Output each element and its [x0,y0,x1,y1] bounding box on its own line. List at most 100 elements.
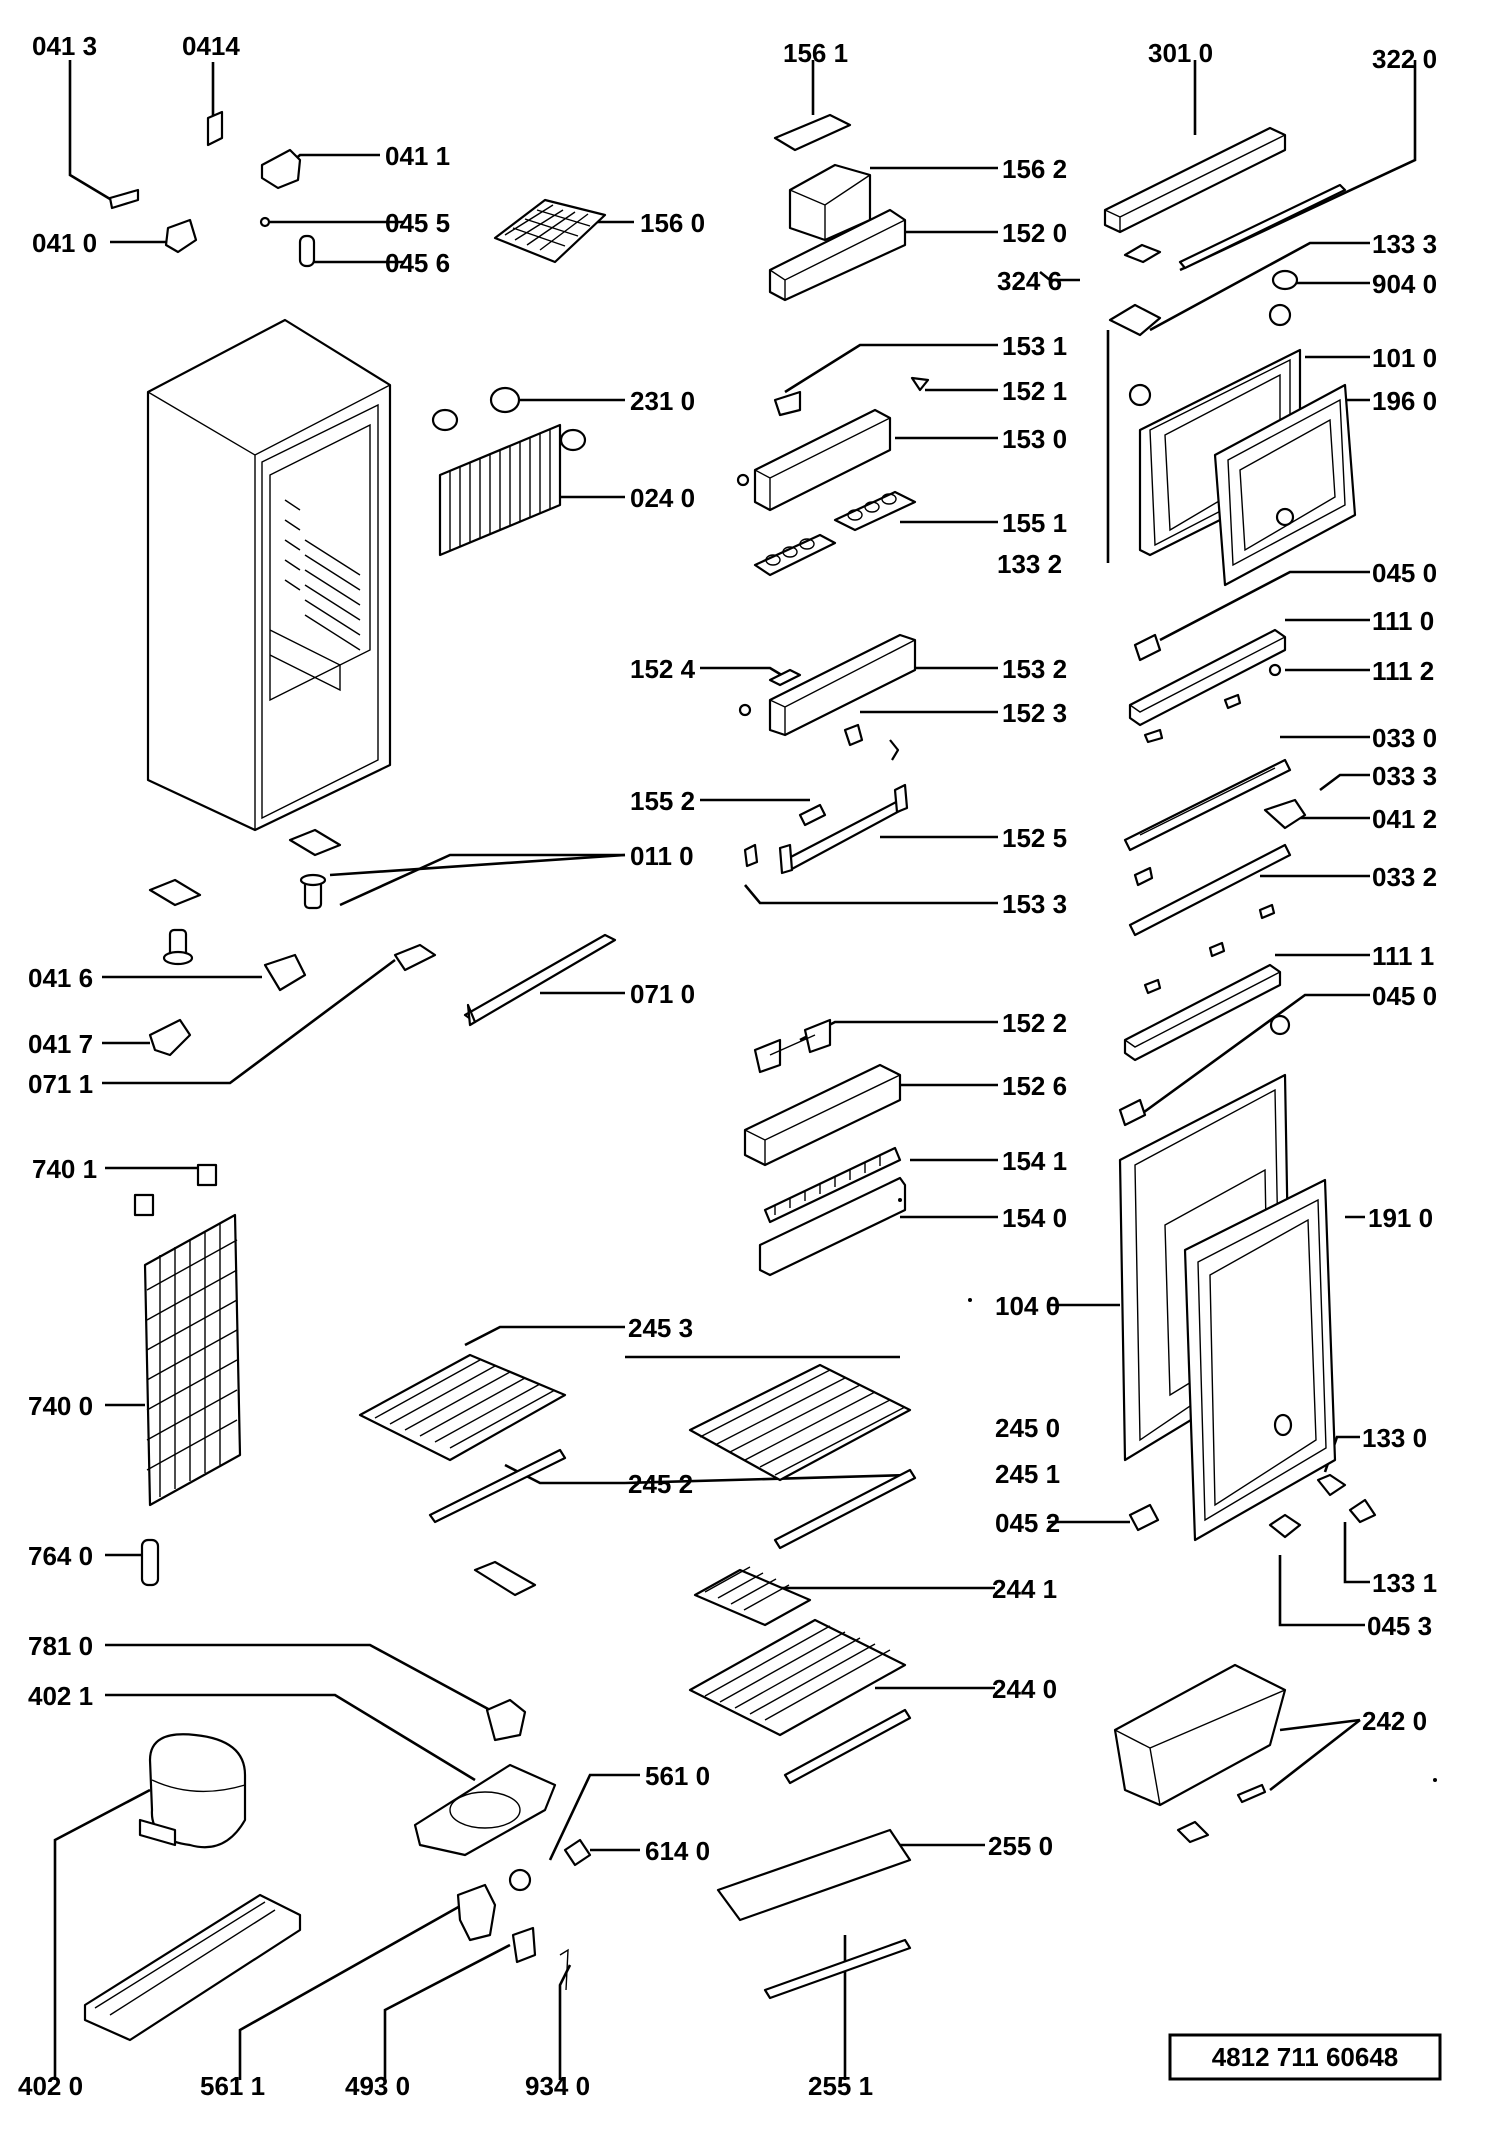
part-0711-clip [393,943,437,972]
label-1522: 152 2 [1002,1008,1067,1038]
label-1010: 101 0 [1372,343,1437,373]
label-1561: 156 1 [783,38,848,68]
part-2450-shelf [688,1363,912,1482]
label-1520: 152 0 [1002,218,1067,248]
label-1525: 152 5 [1002,823,1067,853]
label-3246: 324 6 [997,266,1062,296]
part-0332-strip [1128,843,1292,937]
part-4930-connector [511,1926,537,1964]
part-1960-gasket [1213,383,1357,587]
part-7810-relay [485,1698,527,1742]
part-1525-rail [778,783,909,875]
label-1333: 133 3 [1372,229,1437,259]
part-1561-cover [773,113,852,152]
part-2440-shelf [688,1618,907,1737]
label-7810: 781 0 [28,1631,93,1661]
label-1111: 111 1 [1372,941,1434,971]
label-1530: 153 0 [1002,424,1067,454]
label-0417: 041 7 [28,1029,93,1059]
label-1040: 104 0 [995,1291,1060,1321]
label-0416: 041 6 [28,963,93,993]
part-cabinet-body [146,318,392,832]
part-2451-strip [773,1468,917,1550]
label-2451: 245 1 [995,1459,1060,1489]
part-9340-wire [559,1948,569,1991]
part-0710-strip [463,933,617,1027]
part-2452-strip [428,1448,567,1524]
part-1524-clip [768,668,802,687]
label-1332: 133 2 [997,549,1062,579]
label-0455: 045 5 [385,208,450,238]
part-3220-strip [1178,183,1347,270]
part-1531-shaft [773,390,802,417]
part-7400-condenser [143,1213,242,1507]
label-0240: 024 0 [630,483,695,513]
part-9040-cap [1271,269,1299,291]
label-0456: 045 6 [385,248,450,278]
part-1520-shelf [768,208,907,302]
label-1532: 153 2 [1002,654,1067,684]
label-1910: 191 0 [1368,1203,1433,1233]
part-5610-grommet [508,1868,532,1892]
part-0456-pin [298,234,316,268]
part-0110-hinge [288,828,342,857]
label-5611: 561 1 [200,2071,265,2101]
label-5610: 561 0 [645,1761,710,1791]
leader-lines [53,60,1417,2080]
label-1533: 153 3 [1002,889,1067,919]
label-0333: 033 3 [1372,761,1437,791]
part-1111-cross-rail [1123,963,1282,1062]
part-0410-hinge [164,218,198,254]
label-1552: 155 2 [630,786,695,816]
label-1560: 156 0 [640,208,705,238]
part-2441-shelf-insert [693,1566,812,1627]
part-1910-gasket [1183,1178,1337,1542]
part-1523-clip [843,723,864,747]
label-9040: 904 0 [1372,269,1437,299]
part-5611-box [456,1883,497,1942]
part-1533-hinge [743,843,759,868]
part-shelf-clip [473,1560,537,1597]
label-0332: 033 2 [1372,862,1437,892]
part-0452-bush [1128,1503,1160,1532]
label-1540: 154 0 [1002,1203,1067,1233]
label-0711: 071 1 [28,1069,93,1099]
part-1530-tray [753,408,892,512]
label-7401: 740 1 [32,1154,97,1184]
label-0450-b: 045 0 [1372,981,1437,1011]
part-1532-door-shelf [768,633,917,737]
label-2310: 231 0 [630,386,695,416]
part-1331-pin [1348,1498,1377,1524]
label-0453: 045 3 [1367,1611,1432,1641]
label-0330: 033 0 [1372,723,1437,753]
part-4020-compressor [138,1733,247,1849]
part-base-plate [83,1893,302,2042]
part-7640-filter [140,1538,160,1587]
label-6140: 614 0 [645,1836,710,1866]
part-0450-bush [1133,633,1162,662]
label-2452: 245 2 [628,1469,693,1499]
part-1330-hinge [1316,1473,1347,1497]
part-1526-shelf [743,1063,902,1167]
label-3010: 301 0 [1148,38,1213,68]
part-7401-spacer [133,1163,218,1217]
part-3010-trim [1103,126,1287,234]
part-2550-glass-shelf [716,1828,912,1922]
part-0411-hinge [260,148,302,190]
reference-number: 4812 711 60648 [1212,2042,1399,2072]
label-1541: 154 1 [1002,1146,1067,1176]
label-1531: 153 1 [1002,331,1067,361]
label-1562: 156 2 [1002,154,1067,184]
label-0450-a: 045 0 [1372,558,1437,588]
label-0110: 011 0 [630,841,694,871]
part-0417-hinge [148,1018,192,1057]
label-1331: 133 1 [1372,1568,1437,1598]
label-2420: 242 0 [1362,1706,1427,1736]
part-0412-hinge [1263,798,1307,830]
label-4020: 402 0 [18,2071,83,2101]
part-1551-egg-tray [753,490,917,577]
part-0413-clip [108,188,140,210]
parts [83,110,1437,2042]
part-4021-tray [413,1763,557,1857]
